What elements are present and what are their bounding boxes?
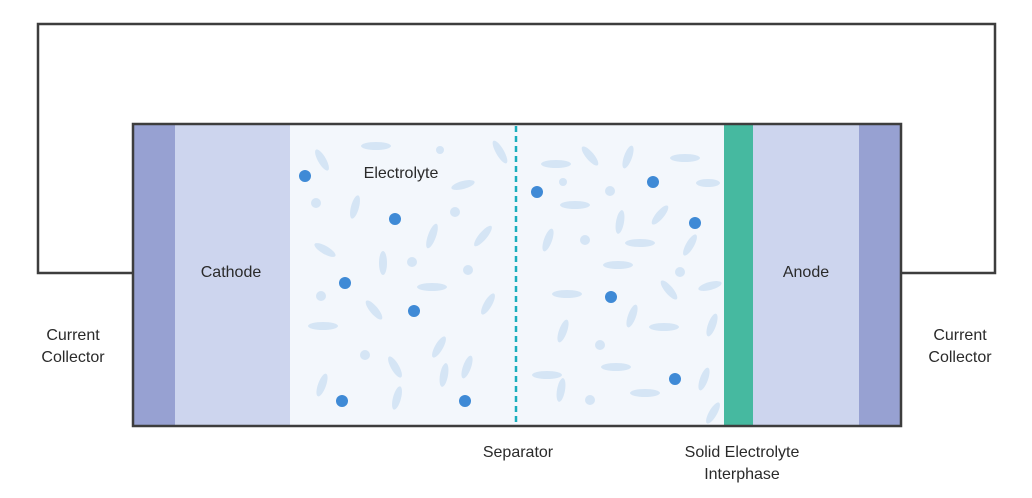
electrolyte-particle <box>316 291 326 301</box>
separator-label: Separator <box>483 444 554 461</box>
electrolyte-particle <box>625 239 655 247</box>
cell-outline <box>131 122 903 428</box>
electrolyte-particle <box>481 293 495 315</box>
left-collector-label-line1: Current <box>46 327 100 344</box>
electrolyte-particle <box>706 402 720 424</box>
anode-region <box>753 124 859 426</box>
electrolyte-particle <box>450 207 460 217</box>
electrolyte-particle <box>492 140 508 164</box>
anode-label: Anode <box>783 264 829 281</box>
electrolyte-particle <box>432 336 446 358</box>
electrolyte-particle <box>451 180 475 190</box>
electrolyte-particle <box>605 186 615 196</box>
electrolyte-particle <box>603 261 633 269</box>
right-collector-label-line1: Current <box>933 327 987 344</box>
electrolyte-particle <box>542 228 554 252</box>
electrolyte-label: Electrolyte <box>364 165 439 182</box>
electrolyte-particle <box>580 235 590 245</box>
electrolyte-particle <box>417 283 447 291</box>
ion-dot <box>408 305 420 317</box>
ion-dot <box>531 186 543 198</box>
ion-dot <box>459 395 471 407</box>
cathode-label: Cathode <box>201 264 262 281</box>
lithium-ions <box>299 170 701 407</box>
electrolyte-particle <box>388 356 402 378</box>
ion-dot <box>605 291 617 303</box>
electrolyte-particle <box>379 251 387 275</box>
electrolyte-particle <box>392 386 402 410</box>
electrolyte-particle <box>439 363 449 387</box>
electrolyte-particle <box>532 371 562 379</box>
electrolyte-particle <box>311 198 321 208</box>
cathode-region <box>175 124 290 426</box>
ion-dot <box>339 277 351 289</box>
electrolyte-particle <box>670 154 700 162</box>
electrolyte-particle <box>350 195 360 219</box>
ion-dot <box>389 213 401 225</box>
electrolyte-particle <box>660 280 678 300</box>
ion-dot <box>336 395 348 407</box>
electrolyte-particle <box>675 267 685 277</box>
electrolyte-particle <box>360 350 370 360</box>
right-collector-label-line2: Collector <box>928 349 992 366</box>
electrolyte-particle <box>630 389 660 397</box>
electrolyte-particle <box>683 234 697 256</box>
ion-dot <box>669 373 681 385</box>
sei-layer <box>724 124 753 426</box>
electrolyte-particle <box>556 378 566 402</box>
electrolyte-region <box>290 124 724 426</box>
electrolyte-particle <box>585 395 595 405</box>
electrolyte-particle <box>407 257 417 267</box>
electrolyte-particle <box>559 178 567 186</box>
electrolyte-particle <box>696 179 720 187</box>
electrolyte-particle <box>314 243 336 257</box>
electrolyte-particle <box>706 313 718 337</box>
electrolyte-particle <box>541 160 571 168</box>
electrolyte-particle <box>615 210 625 234</box>
electrolyte-particle <box>651 205 669 225</box>
ion-dot <box>647 176 659 188</box>
electrolyte-particle <box>463 265 473 275</box>
electrolyte-particle <box>698 367 710 391</box>
ion-dot <box>299 170 311 182</box>
electrolyte-particle <box>557 319 569 343</box>
sei-label-line1: Solid Electrolyte <box>685 444 800 461</box>
left-current-collector <box>133 124 175 426</box>
electrolyte-particle <box>365 300 383 320</box>
electrolyte-particle <box>601 363 631 371</box>
electrolyte-particle <box>560 201 590 209</box>
electrolyte-particle <box>698 281 722 291</box>
electrolyte-particle <box>622 145 634 169</box>
electrolyte-particle <box>315 149 329 171</box>
right-current-collector <box>859 124 901 426</box>
electrolyte-particle <box>361 142 391 150</box>
electrolyte-particle <box>595 340 605 350</box>
electrolyte-particles <box>308 140 722 424</box>
electrolyte-particle <box>474 225 492 247</box>
electrolyte-particle <box>461 355 473 379</box>
electrolyte-particle <box>581 146 599 166</box>
electrolyte-particle <box>649 323 679 331</box>
electrolyte-particle <box>308 322 338 330</box>
left-collector-label-line2: Collector <box>41 349 105 366</box>
external-circuit-wire <box>36 22 997 275</box>
electrolyte-particle <box>436 146 444 154</box>
electrolyte-particle <box>626 304 638 328</box>
electrolyte-particle <box>552 290 582 298</box>
ion-dot <box>689 217 701 229</box>
sei-label-line2: Interphase <box>704 466 780 483</box>
electrolyte-particle <box>426 223 438 249</box>
electrolyte-particle <box>316 373 328 397</box>
